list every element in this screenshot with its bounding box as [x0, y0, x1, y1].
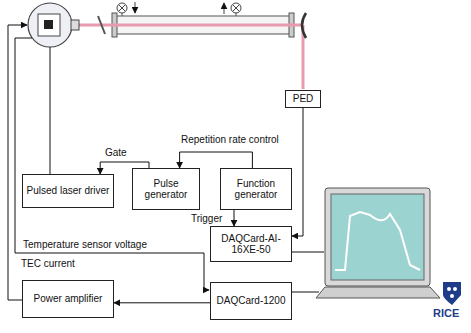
laptop-base — [316, 287, 440, 298]
gas-out-arrow — [224, 3, 225, 14]
valve-cross — [119, 5, 125, 11]
box-label: Pulsed laser driver — [27, 185, 110, 197]
rice-shield — [443, 282, 461, 305]
housing-port — [71, 20, 79, 30]
valve-cross — [233, 5, 239, 11]
data-wire — [292, 292, 319, 293]
signal-label: Repetition rate control — [180, 134, 280, 146]
laser-housing — [28, 3, 72, 47]
detector-box: PED — [285, 90, 321, 108]
window — [98, 16, 105, 34]
box-label: PED — [293, 93, 314, 105]
screen-display — [331, 194, 424, 280]
drive-wire — [50, 47, 51, 174]
valve-symbol — [231, 3, 241, 13]
daq-box: DAQCard-AI-16XE-50 — [210, 226, 292, 262]
box-label: Pulse generator — [136, 178, 196, 201]
logo-text: RICE — [432, 307, 460, 320]
shield-detail — [450, 294, 454, 298]
laser-mount — [38, 14, 60, 36]
mirror — [302, 13, 306, 38]
laptop-screen — [325, 188, 430, 286]
shield-detail — [453, 287, 457, 291]
generator-box: Function generator — [220, 168, 292, 210]
signal-label: TEC current — [20, 258, 76, 270]
signal-label: Temperature sensor voltage — [22, 239, 148, 251]
signal-label: Trigger — [190, 213, 223, 225]
box-label: DAQCard-AI-16XE-50 — [214, 233, 288, 256]
signal-connector — [234, 210, 235, 226]
signal-connector — [114, 302, 210, 303]
generator-box: Pulse generator — [132, 168, 200, 210]
laser-beam — [72, 24, 303, 27]
signal-label: Gate — [104, 147, 128, 159]
amplifier-box: Power amplifier — [22, 280, 114, 318]
box-label: Power amplifier — [34, 293, 103, 305]
valve-symbol — [117, 3, 127, 13]
signal-connector — [180, 152, 253, 168]
signal-trace — [335, 212, 420, 270]
signal-connector — [292, 108, 303, 236]
box-label: Function generator — [224, 178, 288, 201]
gas-in-arrow — [135, 2, 136, 13]
driver-box: Pulsed laser driver — [22, 174, 114, 208]
data-wire — [292, 252, 324, 253]
daq-box: DAQCard-1200 — [210, 282, 292, 320]
shield-detail — [447, 287, 451, 291]
laser-chip — [44, 20, 53, 29]
box-label: DAQCard-1200 — [217, 295, 286, 307]
